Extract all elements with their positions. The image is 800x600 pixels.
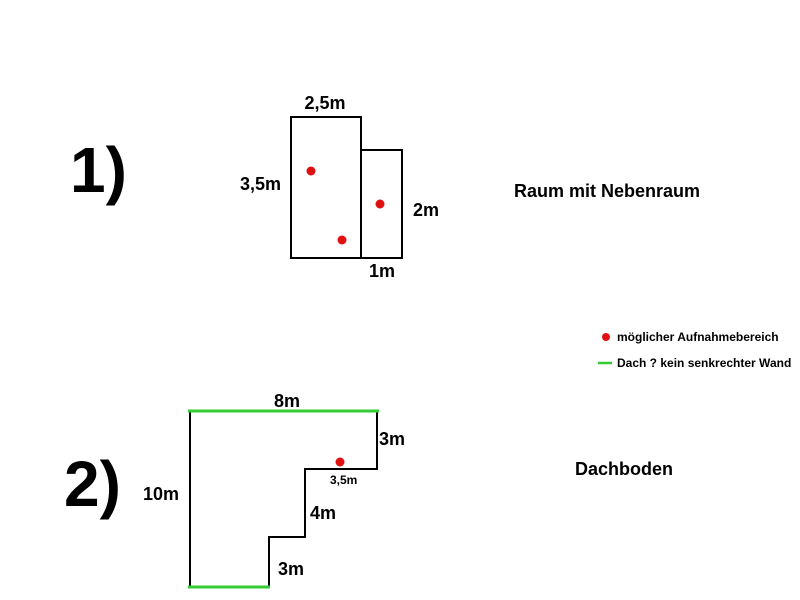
room-side: [360, 149, 403, 259]
recording-point: [375, 199, 385, 209]
dim-right-1: 2m: [413, 200, 439, 220]
legend-dot-label: möglicher Aufnahmebereich: [617, 330, 779, 344]
room-main: [290, 116, 362, 259]
recording-point: [337, 235, 347, 245]
dim-top-2: 8m: [274, 391, 300, 411]
dim-left-2: 10m: [143, 484, 179, 504]
diagram-1-number: 1): [70, 134, 127, 206]
diagram-2-number: 2): [64, 448, 121, 520]
recording-point: [335, 457, 345, 467]
recording-point: [306, 166, 316, 176]
dim-bottom-1: 1m: [369, 261, 395, 281]
dim-step-right: 3m: [379, 429, 405, 449]
dim-bottom-2: 3m: [278, 559, 304, 579]
legend-line-label: Dach ? kein senkrechter Wand: [617, 356, 791, 370]
diagram-2-caption: Dachboden: [575, 459, 673, 479]
legend-dot-icon: [602, 333, 610, 341]
dim-left-1: 3,5m: [240, 174, 281, 194]
dim-middle: 4m: [310, 503, 336, 523]
diagram-1-caption: Raum mit Nebenraum: [514, 181, 700, 201]
dim-step-inner: 3,5m: [330, 473, 357, 487]
dim-top-1: 2,5m: [304, 93, 345, 113]
